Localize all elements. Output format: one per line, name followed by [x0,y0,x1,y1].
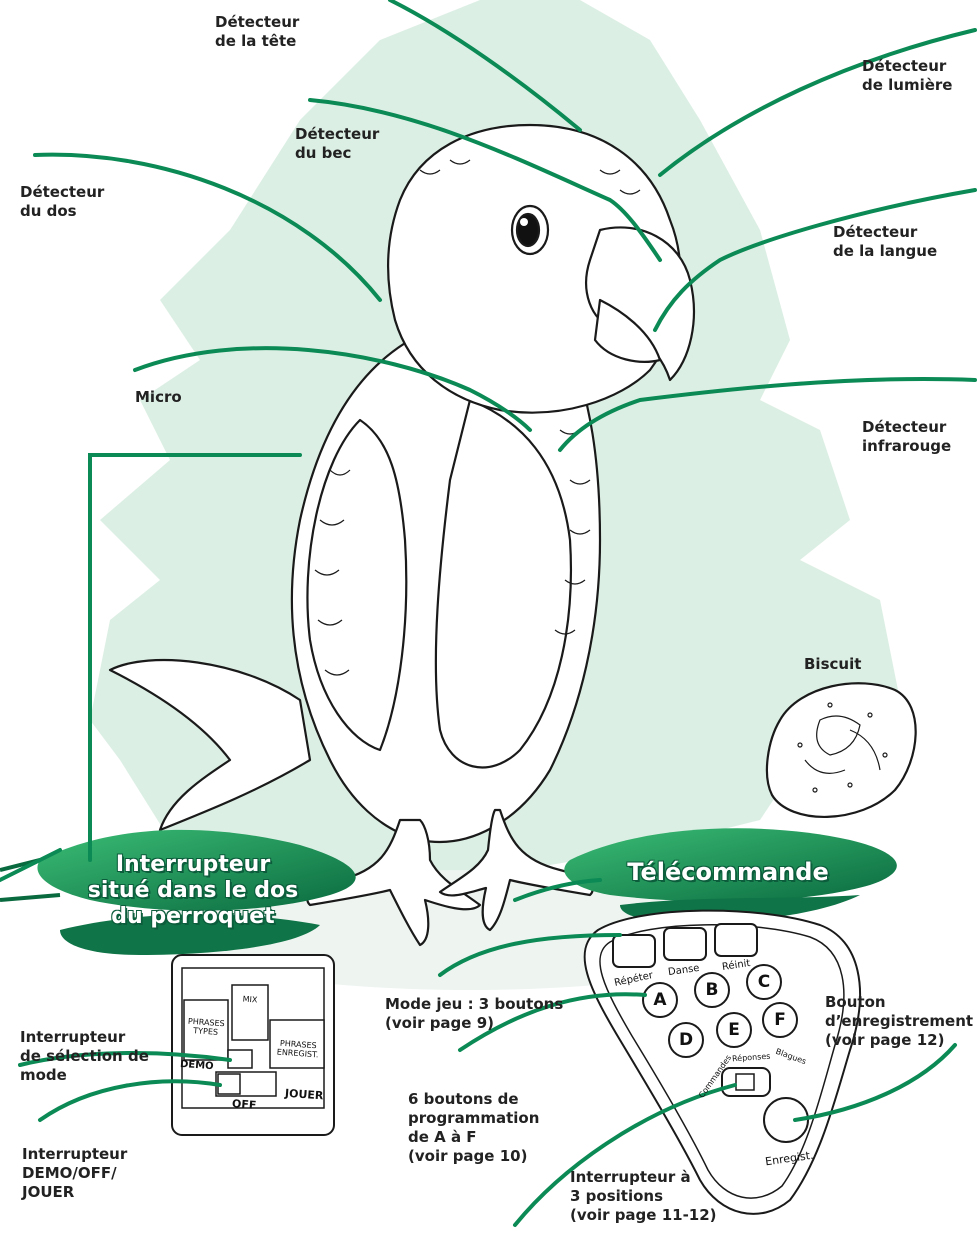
back-switch-title: Interrupteur situé dans le dos du perroq… [48,852,338,930]
remote-letter-d: D [678,1030,694,1050]
switch-label-phrases-enregist: PHRASES ENREGIST. [271,1038,324,1060]
label-program-buttons: 6 boutons de programmation de A à F (voi… [408,1090,539,1166]
switch-label-demo: DEMO [180,1059,214,1072]
label-three-pos-switch: Interrupteur à 3 positions (voir page 11… [570,1168,717,1225]
repeat-button[interactable] [613,935,655,967]
switch-label-off: OFF [232,1097,257,1112]
remote-letter-e: E [726,1020,742,1040]
label-micro: Micro [135,388,182,407]
label-light-sensor: Détecteur de lumière [862,57,952,95]
remote-title: Télécommande [598,858,858,886]
remote-letter-b: B [704,980,720,1000]
label-demo-switch: Interrupteur DEMO/OFF/ JOUER [22,1145,127,1202]
remote-letter-a: A [652,990,668,1010]
label-head-sensor: Détecteur de la tête [215,13,299,51]
label-tongue-sensor: Détecteur de la langue [833,223,937,261]
reset-button[interactable] [715,924,757,956]
label-biscuit: Biscuit [804,655,861,674]
label-infrared-sensor: Détecteur infrarouge [862,418,951,456]
label-mode-switch: Interrupteur de sélection de mode [20,1028,149,1085]
remote-letter-f: F [772,1010,788,1030]
switch-label-jouer: JOUER [285,1087,324,1103]
switch-label-phrases-types: PHRASES TYPES [184,1017,227,1038]
label-beak-sensor: Détecteur du bec [295,125,379,163]
remote-letter-c: C [756,972,772,992]
label-back-sensor: Détecteur du dos [20,183,104,221]
label-record-button: Bouton d’enregistrement (voir page 12) [825,993,973,1050]
switch-label-mix: MIX [236,994,265,1005]
dance-button[interactable] [664,928,706,960]
label-game-mode: Mode jeu : 3 boutons (voir page 9) [385,995,563,1033]
